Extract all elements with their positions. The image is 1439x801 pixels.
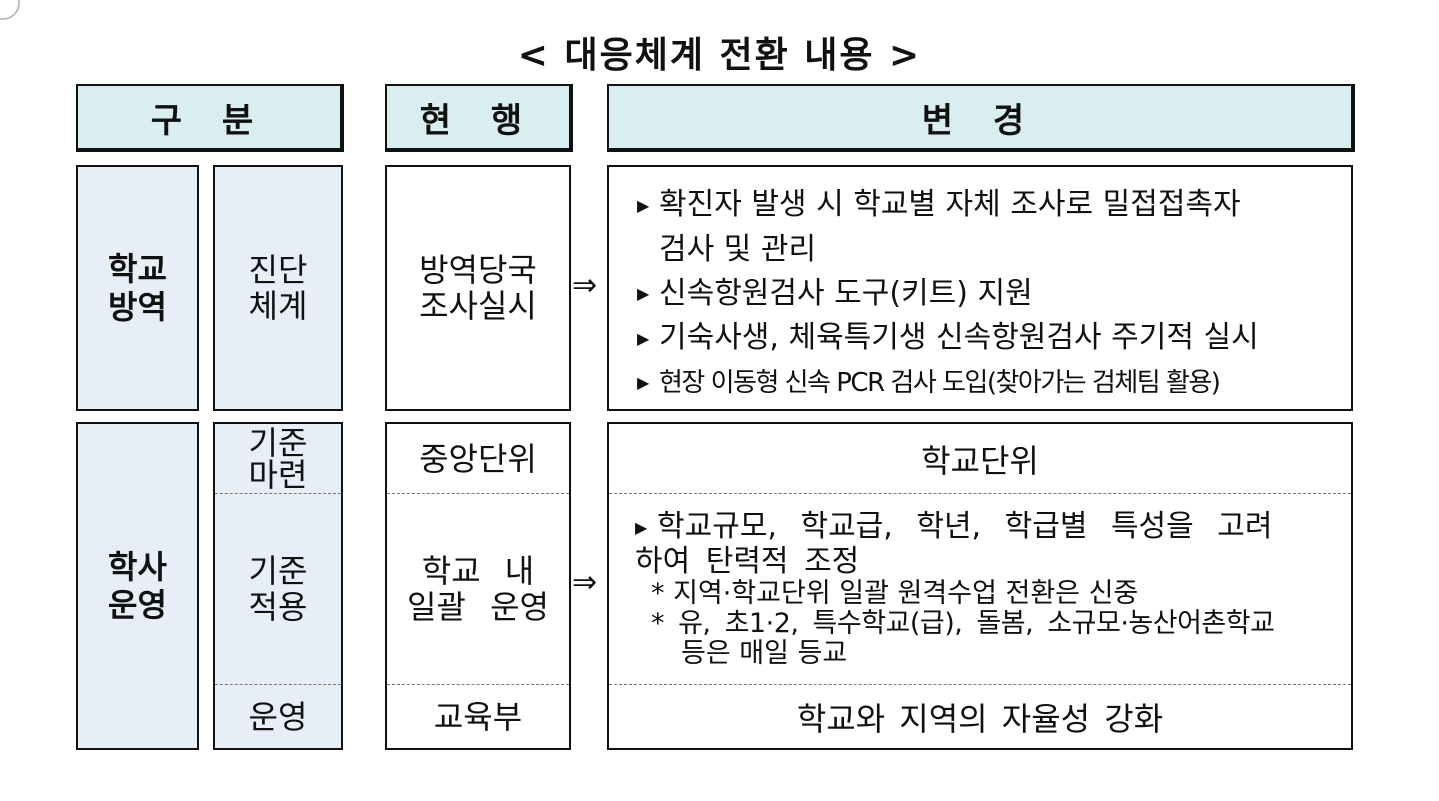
list-item: ▶신속항원검사 도구(키트) 지원 (637, 272, 1351, 317)
divider (215, 684, 341, 685)
corner-decoration (0, 0, 20, 20)
divider (387, 684, 569, 685)
change-academic: 학교단위 ▶학교규모, 학교급, 학년, 학급별 특성을 고려 하여 탄력적 조… (607, 422, 1353, 750)
divider (215, 493, 341, 494)
list-item: ▶확진자 발생 시 학교별 자체 조사로 밀접접촉자 검사 및 관리 (637, 183, 1351, 272)
list-item: ▶현장 이동형 신속 PCR 검사 도입(찾아가는 검체팀 활용) (637, 361, 1351, 406)
header-change: 변 경 (607, 84, 1355, 152)
change-criteria-set: 학교단위 (921, 441, 1039, 480)
current-criteria-set: 중앙단위 (419, 439, 537, 478)
change-quarantine: ▶확진자 발생 시 학교별 자체 조사로 밀접접촉자 검사 및 관리 ▶신속항원… (607, 165, 1353, 411)
triangle-bullet-icon: ▶ (637, 373, 649, 392)
list-item: ▶기숙사생, 체육특기생 신속항원검사 주기적 실시 (637, 316, 1351, 361)
note-item: * 지역·학교단위 일괄 원격수업 전환은 신중 (651, 577, 1139, 609)
header-current: 현 행 (385, 84, 573, 152)
page-title: < 대응체계 전환 내용 > (517, 35, 922, 76)
triangle-bullet-icon: ▶ (635, 517, 648, 537)
current-operation: 교육부 (433, 697, 523, 736)
triangle-bullet-icon: ▶ (637, 284, 650, 303)
change-operation: 학교와 지역의 자율성 강화 (796, 699, 1164, 738)
triangle-bullet-icon: ▶ (637, 328, 650, 348)
divider (609, 493, 1351, 494)
list-item: ▶학교규모, 학교급, 학년, 학급별 특성을 고려 하여 탄력적 조정 (635, 509, 1273, 579)
triangle-bullet-icon: ▶ (637, 195, 650, 215)
arrow-right-icon: ⇒ (572, 565, 598, 600)
subcategory-operation: 운영 (248, 697, 308, 736)
header-category: 구 분 (76, 84, 344, 152)
change-criteria-apply: ▶학교규모, 학교급, 학년, 학급별 특성을 고려 하여 탄력적 조정 * 지… (635, 510, 1347, 669)
note-item: 등은 매일 등교 (681, 637, 848, 669)
divider (387, 493, 569, 494)
note-item: * 유, 초1·2, 특수학교(급), 돌봄, 소규모·농산어촌학교 (651, 607, 1275, 639)
divider (609, 684, 1351, 685)
arrow-right-icon: ⇒ (572, 268, 598, 303)
